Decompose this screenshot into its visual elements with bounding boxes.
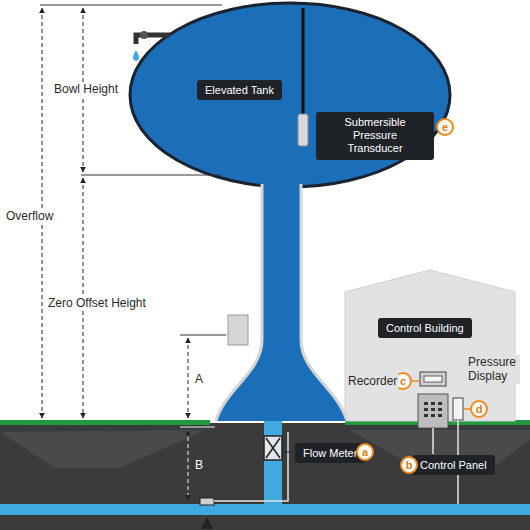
dimension-letter: A bbox=[193, 372, 205, 386]
node-text: b bbox=[406, 459, 413, 471]
node-text: Submersible Pressure Transducer bbox=[344, 116, 405, 154]
device-label: Recorder bbox=[346, 374, 399, 388]
device-label: Pressure Display bbox=[466, 355, 520, 384]
transducer-label: Submersible Pressure Transducer bbox=[316, 112, 434, 160]
dimension-label: Zero Offset Height bbox=[46, 296, 148, 310]
dimension-label: Overflow bbox=[4, 209, 55, 223]
node-text: Control Panel bbox=[420, 459, 487, 471]
tank-label: Elevated Tank bbox=[197, 80, 282, 100]
callout-letter: e bbox=[436, 118, 454, 136]
callout-letter: d bbox=[470, 400, 488, 418]
dimension-letter: B bbox=[193, 458, 205, 472]
node-text: e bbox=[442, 121, 448, 133]
node-text: Flow Meter bbox=[303, 447, 357, 459]
node-text: c bbox=[400, 375, 406, 387]
control-panel-label: Control Panel bbox=[412, 455, 495, 475]
node-text: a bbox=[362, 446, 368, 458]
building-label: Control Building bbox=[378, 318, 472, 338]
flow-meter-label: Flow Meter bbox=[295, 443, 365, 463]
node-text: Control Building bbox=[386, 322, 464, 334]
node-text: Elevated Tank bbox=[205, 84, 274, 96]
dimension-label: Bowl Height bbox=[52, 82, 120, 96]
callout-letter: b bbox=[400, 456, 418, 474]
node-text: d bbox=[476, 403, 483, 415]
callout-letter: a bbox=[356, 443, 374, 461]
